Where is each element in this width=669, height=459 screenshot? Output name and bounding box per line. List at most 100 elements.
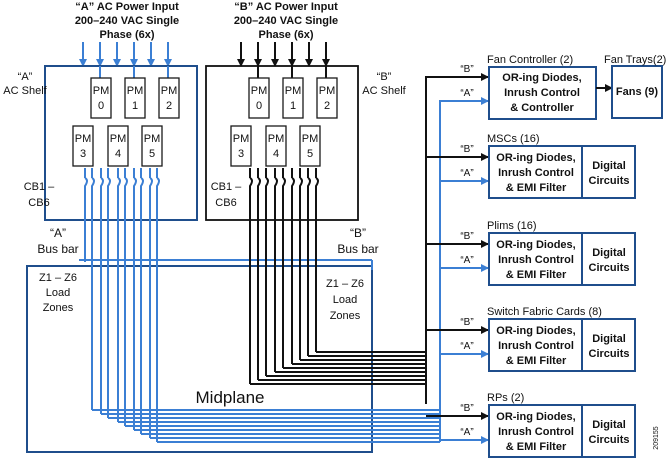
fan-trays-box <box>611 65 663 119</box>
b-pm-number: 2 <box>324 100 330 112</box>
b-breaker <box>282 168 286 194</box>
card-2-a-feed-label: “A” <box>460 341 473 352</box>
b-pm-number: 4 <box>273 148 279 160</box>
a-breaker <box>117 168 121 194</box>
a-shelf-label-line2: AC Shelf <box>3 85 47 97</box>
a-input-title-line1: “A” AC Power Input <box>75 1 179 13</box>
a-zones-label-line3: Zones <box>43 302 74 314</box>
card-0-box <box>488 145 636 199</box>
card-3-line1: OR-ing Diodes, <box>496 411 575 423</box>
a-breaker <box>91 168 95 194</box>
card-2-line3: & EMI Filter <box>506 355 567 367</box>
b-busbar-label-line2: Bus bar <box>337 242 378 256</box>
a-breaker-label-line1: CB1 – <box>24 181 55 193</box>
b-busbar-label-line1: “B” <box>350 226 366 240</box>
a-pm-number: 2 <box>166 100 172 112</box>
b-pm-number: 5 <box>307 148 313 160</box>
fan-controller-box <box>488 66 597 120</box>
a-zones-label-line2: Load <box>46 287 70 299</box>
fan-controller-line2: Inrush Control <box>504 87 580 99</box>
load-cards: “B”“A”Fan Controller (2)OR-ing Diodes,In… <box>426 54 666 458</box>
a-feed-wiring <box>79 100 441 443</box>
figure-id: 209155 <box>653 426 660 449</box>
b-pm-number: 1 <box>290 100 296 112</box>
b-zones-label-line3: Zones <box>330 310 361 322</box>
card-1-box <box>488 232 636 286</box>
b-input-title-line3: Phase (6x) <box>258 29 313 41</box>
b-pm-prefix: PM <box>268 133 285 145</box>
a-busbar-label-line1: “A” <box>50 226 66 240</box>
a-pm-number: 1 <box>132 100 138 112</box>
card-2-line2: Inrush Control <box>498 340 574 352</box>
b-breaker <box>249 168 253 194</box>
b-breaker-label-line1: CB1 – <box>211 181 242 193</box>
card-1-digital-line1: Digital <box>592 247 626 259</box>
card-3-line2: Inrush Control <box>498 426 574 438</box>
a-pm-number: 0 <box>98 100 104 112</box>
card-3-line3: & EMI Filter <box>506 441 567 453</box>
b-breaker <box>299 168 303 194</box>
a-busbar-label-line2: Bus bar <box>37 242 78 256</box>
b-input-title-line2: 200–240 VAC Single <box>234 15 338 27</box>
card-2-b-feed-label: “B” <box>460 317 473 328</box>
a-pm-number: 4 <box>115 148 121 160</box>
a-ac-shelf <box>44 65 198 221</box>
card-0-title: MSCs (16) <box>487 133 540 145</box>
b-pm-5 <box>299 125 321 167</box>
card-3-b-feed-label: “B” <box>460 403 473 414</box>
a-input-arrows <box>79 42 172 67</box>
card-2-title: Switch Fabric Cards (8) <box>487 306 602 318</box>
b-pm-0 <box>248 77 270 119</box>
card-0-line3: & EMI Filter <box>506 182 567 194</box>
a-pm-prefix: PM <box>127 85 144 97</box>
b-pm-2 <box>316 77 338 119</box>
a-breaker <box>133 168 137 194</box>
card-3-box <box>488 404 636 458</box>
a-breaker-label-line2: CB6 <box>28 197 49 209</box>
card-2-box <box>488 318 636 372</box>
b-pm-1 <box>282 77 304 119</box>
b-pm-prefix: PM <box>319 85 336 97</box>
card-1-line3: & EMI Filter <box>506 269 567 281</box>
card-0-digital-line1: Digital <box>592 160 626 172</box>
a-pm-prefix: PM <box>110 133 127 145</box>
a-pm-5 <box>141 125 163 167</box>
b-pm-number: 3 <box>238 148 244 160</box>
card-0-digital-line2: Circuits <box>589 175 630 187</box>
card-0-line1: OR-ing Diodes, <box>496 152 575 164</box>
a-input-title-line2: 200–240 VAC Single <box>75 15 179 27</box>
b-pm-3 <box>230 125 252 167</box>
fan-controller-b-feed-label: “B” <box>460 64 473 75</box>
card-3-digital-line1: Digital <box>592 419 626 431</box>
card-3-digital-line2: Circuits <box>589 434 630 446</box>
midplane-label: Midplane <box>196 388 265 407</box>
card-1-a-feed-label: “A” <box>460 255 473 266</box>
b-pm-4 <box>265 125 287 167</box>
a-pm-1 <box>124 77 146 119</box>
b-breaker-label-line2: CB6 <box>215 197 236 209</box>
a-shelf-label-line1: “A” <box>18 71 33 83</box>
card-0-a-feed-label: “A” <box>460 168 473 179</box>
a-breaker <box>140 168 144 194</box>
fan-controller-line1: OR-ing Diodes, <box>502 72 581 84</box>
b-zones-label-line2: Load <box>333 294 357 306</box>
b-input-arrows <box>237 42 330 67</box>
card-2-line1: OR-ing Diodes, <box>496 325 575 337</box>
b-breaker <box>291 168 295 194</box>
a-breaker <box>107 168 111 194</box>
b-input-title-line1: “B” AC Power Input <box>234 1 338 13</box>
a-pm-number: 5 <box>149 148 155 160</box>
fan-controller-a-feed-label: “A” <box>460 88 473 99</box>
card-1-digital-line2: Circuits <box>589 262 630 274</box>
b-breaker <box>307 168 311 194</box>
b-pm-prefix: PM <box>233 133 250 145</box>
card-1-title: Plims (16) <box>487 220 537 232</box>
a-breaker <box>156 168 160 194</box>
a-pm-2 <box>158 77 180 119</box>
b-shelf-label-line2: AC Shelf <box>362 85 406 97</box>
a-input-title-line3: Phase (6x) <box>99 29 154 41</box>
